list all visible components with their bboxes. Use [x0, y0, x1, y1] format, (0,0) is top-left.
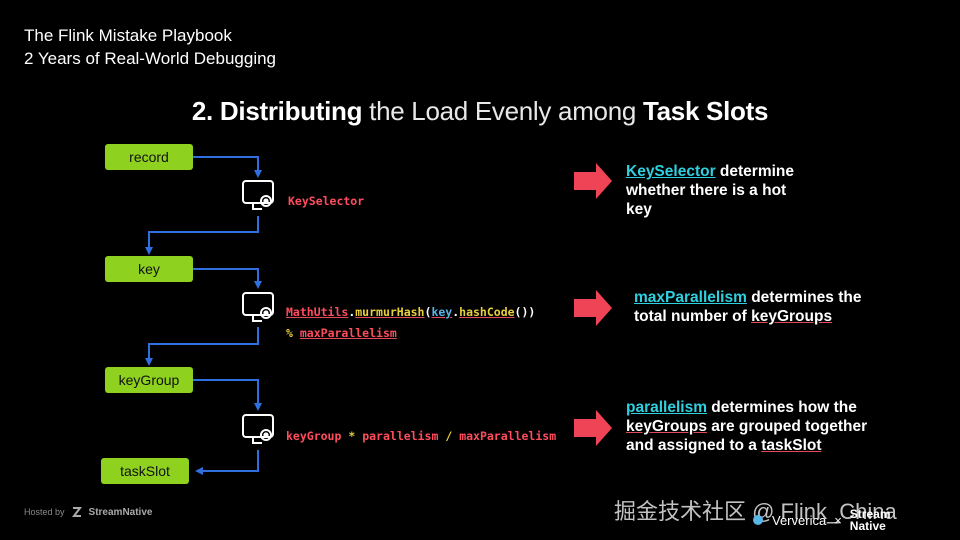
header-line-2: 2 Years of Real-World Debugging — [24, 49, 277, 68]
desc-maxparallelism: maxParallelism determines the total numb… — [634, 289, 862, 325]
title-bold-2: Task Slots — [642, 96, 769, 126]
code-slot-formula: keyGroup * parallelism / maxParallelism — [286, 429, 557, 443]
title-number: 2. — [191, 96, 213, 126]
streamnative-logo-icon — [71, 507, 82, 517]
slide-title: 2. Distributing the Load Evenly among Ta… — [0, 96, 960, 127]
red-arrow-icon — [574, 290, 612, 326]
title-thin: the Load Evenly among — [369, 96, 637, 126]
code-murmurhash-line: MathUtils.murmurHash(key.hashCode()) — [286, 305, 536, 319]
ververica-logo-icon — [753, 515, 763, 525]
node-key: key — [105, 256, 193, 282]
node-keygroup: keyGroup — [105, 367, 193, 393]
header-line-1: The Flink Mistake Playbook — [24, 26, 232, 45]
desc-keyselector: KeySelector determine whether there is a… — [626, 163, 794, 218]
desc-parallelism: parallelism determines how the keyGroups… — [626, 399, 868, 454]
gear-monitor-icon — [242, 292, 274, 322]
code-modulo-line: % maxParallelism — [286, 326, 397, 340]
red-arrow-icon — [574, 410, 612, 446]
code-keyselector: KeySelector — [288, 194, 365, 208]
title-bold-1: Distributing — [219, 96, 363, 126]
footer-hosted-by: Hosted by StreamNative — [24, 506, 153, 518]
node-record: record — [105, 144, 193, 170]
slide-header: The Flink Mistake Playbook 2 Years of Re… — [24, 24, 276, 70]
gear-monitor-icon — [242, 414, 274, 444]
node-taskslot: taskSlot — [101, 458, 189, 484]
red-arrow-icon — [574, 163, 612, 199]
gear-monitor-icon — [242, 180, 274, 210]
